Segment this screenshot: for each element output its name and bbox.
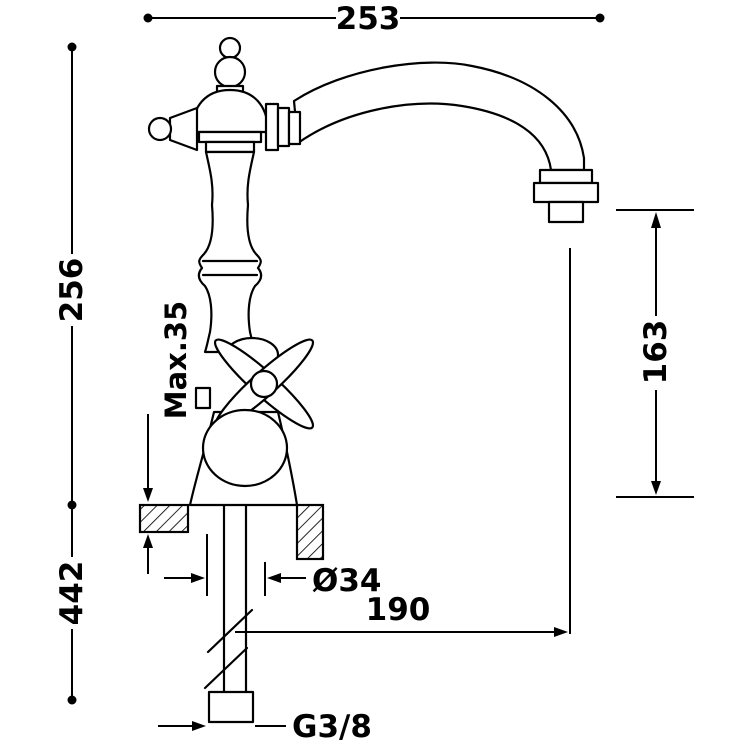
supply-pipe bbox=[203, 503, 255, 724]
dim-upper-height-label: 256 bbox=[54, 258, 90, 323]
dim-spout-height: 163 bbox=[616, 209, 694, 498]
dim-depth-label: 253 bbox=[336, 1, 401, 37]
faucet-outline bbox=[147, 36, 600, 507]
finial-ball bbox=[213, 55, 247, 89]
dim-thread-label: G3/8 bbox=[292, 709, 372, 745]
dim-depth: 253 bbox=[143, 1, 605, 37]
deck-hatch-left bbox=[138, 503, 190, 534]
spout-collar-flange bbox=[532, 181, 600, 204]
valve-notch bbox=[194, 386, 212, 410]
dim-hole-diameter-label: Ø34 bbox=[312, 563, 382, 599]
column-shaft bbox=[197, 150, 263, 354]
body-collar-2 bbox=[204, 140, 256, 154]
dim-deck-max: Max.35 bbox=[143, 301, 193, 574]
dim-deck-max-label: Max.35 bbox=[159, 301, 193, 420]
dim-spout-height-label: 163 bbox=[638, 320, 674, 385]
spout-ring-3 bbox=[287, 110, 302, 146]
dim-reach-label: 190 bbox=[366, 592, 431, 628]
dim-lower-height: 442 bbox=[54, 505, 90, 705]
deck-section bbox=[138, 503, 325, 561]
spout-collar-ring bbox=[538, 168, 594, 185]
spout-ring-1 bbox=[264, 102, 280, 152]
dim-thread: G3/8 bbox=[158, 709, 372, 745]
spout-tube bbox=[292, 61, 586, 172]
dimension-annotations: 253 256 442 Max.35 bbox=[54, 1, 694, 745]
finial-knob bbox=[218, 36, 242, 60]
pipe-break-slash-2 bbox=[203, 646, 249, 690]
dim-reach: 190 bbox=[235, 248, 571, 637]
body-collar-1 bbox=[197, 130, 263, 144]
pipe-break-slash-1 bbox=[206, 608, 254, 654]
cross-handle-hub bbox=[249, 369, 279, 399]
dim-upper-height: 256 bbox=[54, 42, 90, 510]
body-bell bbox=[190, 88, 270, 134]
dim-hole-diameter: Ø34 bbox=[164, 534, 382, 599]
handle-body-egg bbox=[201, 408, 289, 488]
left-ornament-ball bbox=[147, 116, 173, 142]
deck-hatch-right bbox=[295, 503, 325, 561]
spout-outlet-tip bbox=[547, 200, 585, 224]
left-ornament-cone bbox=[168, 106, 199, 152]
spout-ring-2 bbox=[276, 106, 291, 148]
inlet-fitting bbox=[207, 690, 255, 724]
dim-lower-height-label: 442 bbox=[54, 561, 90, 626]
